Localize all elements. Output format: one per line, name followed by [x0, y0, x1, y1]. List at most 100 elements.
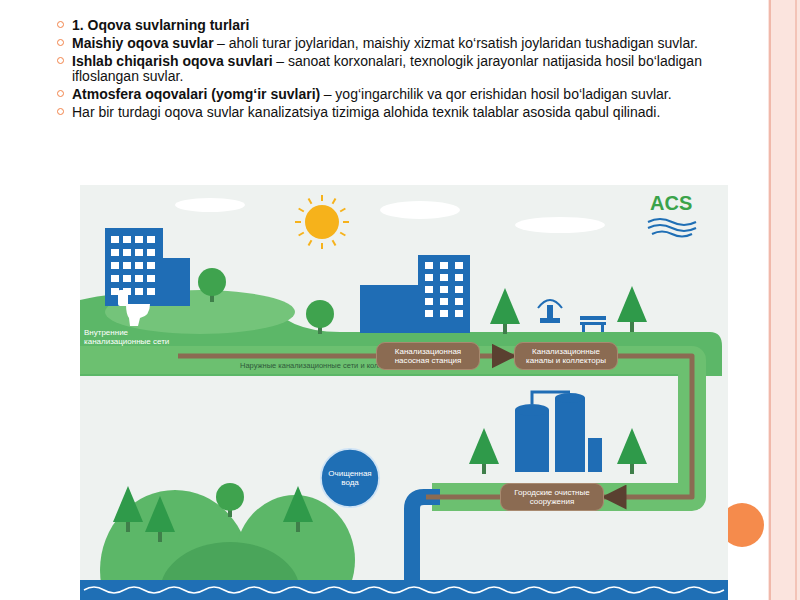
node-text-group: Очищенная вода	[326, 469, 374, 487]
waves-part	[484, 587, 524, 593]
left-building-part-part	[123, 236, 131, 243]
left-building-part-part	[147, 275, 155, 282]
trees-part	[469, 428, 499, 474]
middle-building-part-part	[425, 286, 433, 293]
trees-part-part	[198, 268, 226, 296]
bullet-list: 1. Oqova suvlarning turlariMaishiy oqova…	[72, 18, 744, 123]
trees-part-part	[113, 486, 143, 522]
trees-part-part	[145, 496, 175, 532]
left-building-part-part	[111, 275, 119, 282]
node-text: Канализационные каналы и коллекторы	[522, 347, 610, 365]
clouds-part	[515, 217, 605, 233]
bullet-term: Atmosfera oqovalari (yomg‘ir suvlari)	[72, 86, 320, 102]
middle-building-part-part	[455, 310, 463, 317]
part-label: Внутренние канализационные сети	[84, 328, 184, 346]
trees-part-part	[490, 288, 520, 324]
logo-waves-part	[648, 219, 696, 225]
sun-part	[340, 209, 345, 212]
bench-part	[580, 322, 606, 325]
bullet-term: Maishiy oqova suvlar	[72, 35, 214, 51]
left-building-part	[155, 258, 190, 306]
sewer-pipe	[178, 354, 378, 359]
side-line	[769, 0, 771, 600]
waves-part	[204, 587, 244, 593]
middle-building-part-part	[455, 262, 463, 269]
waves-part	[364, 587, 404, 593]
bullet-term: Ishlab chiqarish oqova suvlari	[72, 53, 273, 69]
middle-building-part	[418, 255, 470, 333]
middle-building-part-part	[440, 298, 448, 305]
left-building-part-part	[123, 262, 131, 269]
middle-building-part-part	[440, 274, 448, 281]
logo-waves-part	[648, 225, 696, 231]
waves	[84, 587, 724, 593]
waves-part	[644, 587, 684, 593]
clouds-part	[380, 201, 460, 219]
middle-building-part	[360, 285, 422, 333]
water	[80, 580, 728, 600]
fountain	[538, 300, 562, 323]
sun-part	[340, 233, 345, 236]
clouds-part	[175, 198, 245, 212]
treatment-box: Городские очистные сооружения	[500, 483, 604, 511]
outlet-pipe	[412, 497, 440, 588]
clean-water-circle: Очищенная вода	[319, 447, 381, 509]
waves-part	[164, 587, 204, 593]
bench-part	[601, 325, 604, 332]
sun	[295, 195, 349, 249]
left-building-part-part	[147, 262, 155, 269]
sun-part	[305, 205, 339, 239]
middle-building-part-part	[425, 298, 433, 305]
trees-part	[216, 483, 244, 517]
trees-part	[283, 486, 313, 532]
waves-part	[324, 587, 364, 593]
trees-part-part	[216, 483, 244, 511]
waves-part	[284, 587, 324, 593]
trees-part	[617, 428, 647, 474]
pump-station-box: Канализационная насосная станция	[376, 342, 480, 370]
trees-part	[490, 288, 520, 334]
middle-building-part-part	[425, 274, 433, 281]
left-building-part-part	[135, 236, 143, 243]
left-building-part-part	[123, 249, 131, 256]
node-text-group: Городские очистные сооружения	[508, 488, 596, 506]
collector-box: Канализационные каналы и коллекторы	[514, 342, 618, 370]
node-text: Городские очистные сооружения	[508, 488, 596, 506]
left-building-part-part	[135, 262, 143, 269]
middle-building-part	[425, 262, 463, 317]
trees-part	[113, 486, 143, 532]
treatment-tanks	[515, 392, 602, 472]
logo-waves	[648, 219, 696, 237]
waves-part	[684, 587, 724, 593]
middle-building-part-part	[440, 286, 448, 293]
waves-part	[524, 587, 564, 593]
logo-text: ACS	[650, 192, 710, 215]
sun-part	[309, 240, 312, 245]
sun-part	[343, 221, 349, 223]
middle-building-part-part	[455, 286, 463, 293]
middle-building	[360, 255, 470, 333]
trees-part-part	[617, 428, 647, 464]
clouds	[175, 198, 605, 233]
sun-part	[309, 199, 312, 204]
sun-part	[295, 221, 301, 223]
sun-part	[321, 243, 323, 249]
left-building-part-part	[123, 275, 131, 282]
sewer-pipe	[426, 495, 505, 500]
waves-part	[84, 587, 124, 593]
left-building-part-part	[147, 236, 155, 243]
trees-part	[617, 286, 647, 332]
bullet-item: Atmosfera oqovalari (yomg‘ir suvlari)– y…	[72, 87, 744, 102]
trees-part-part	[283, 486, 313, 522]
treatment-tanks-part	[588, 438, 602, 472]
sun-part	[299, 233, 304, 236]
middle-building-part-part	[425, 310, 433, 317]
slide-title: 1. Oqova suvlarning turlari	[72, 17, 249, 33]
waves-part	[404, 587, 444, 593]
side-line	[795, 0, 797, 600]
pipe-band	[80, 360, 692, 497]
toilet-icon-part	[118, 290, 128, 306]
fountain-part	[538, 300, 562, 308]
left-building-part-part	[135, 275, 143, 282]
